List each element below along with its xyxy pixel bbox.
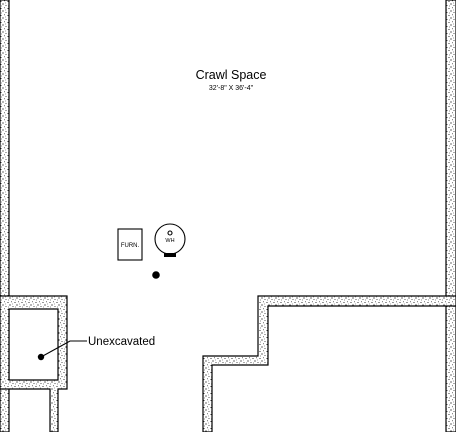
water-heater-pad (164, 253, 176, 257)
left-foundation-wall (0, 0, 10, 432)
room-name-label: Crawl Space (196, 68, 267, 82)
water-heater-label: WH (165, 238, 174, 244)
right-foundation-wall (445, 0, 456, 432)
stepped-foundation-wall (202, 295, 456, 432)
unexcavated-leader-line (40, 340, 87, 358)
room-dimensions-label: 32'-8" X 36'-4" (209, 85, 254, 92)
water-heater-vent-icon (167, 230, 173, 236)
furnace-label: FURN. (121, 243, 140, 249)
furnace-box (117, 228, 143, 261)
water-heater: WH (154, 223, 186, 257)
unexcavated-area-wall (0, 295, 68, 432)
furnace: FURN. (117, 228, 143, 261)
support-post (152, 271, 160, 279)
unexcavated-label: Unexcavated (88, 336, 155, 348)
